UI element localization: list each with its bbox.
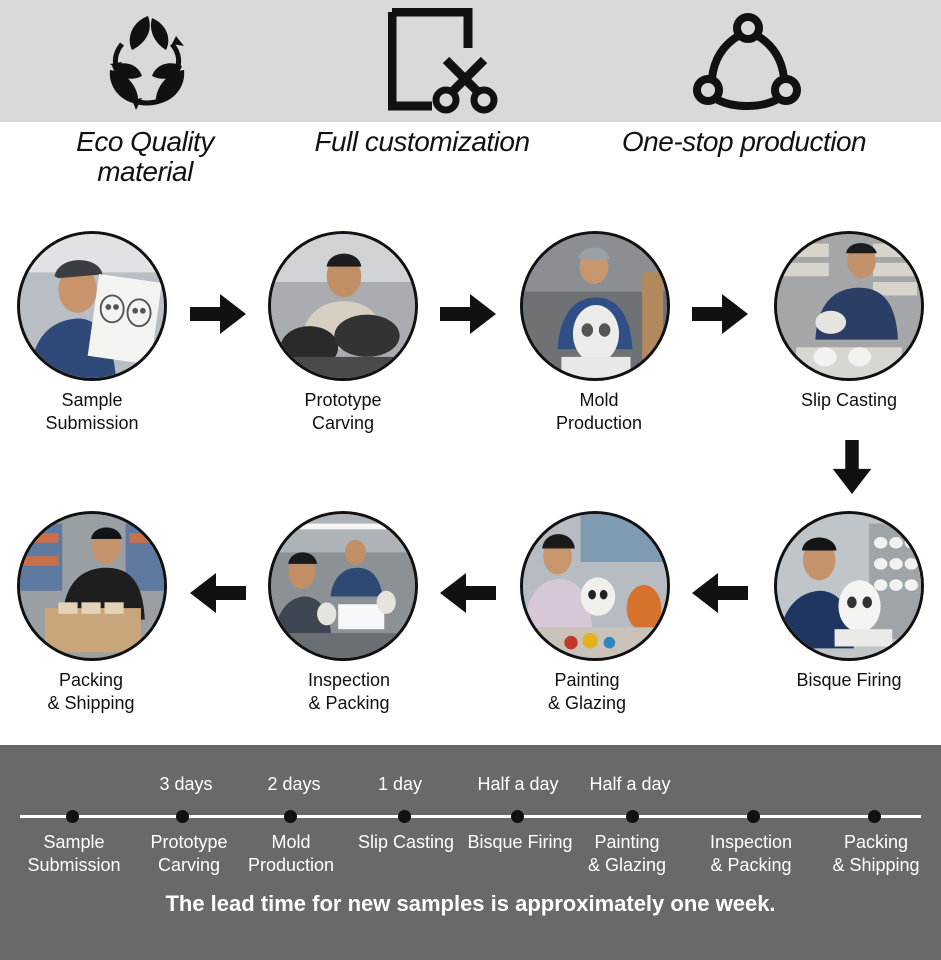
scissors-document-icon [387, 7, 498, 114]
step-label-painting-glazing: Painting & Glazing [547, 670, 627, 713]
arrow-right-icon [190, 294, 246, 334]
timeline-dot [284, 810, 297, 823]
timeline-dot [868, 810, 881, 823]
feature-banner [0, 0, 941, 122]
arrow-right-icon [692, 294, 748, 334]
timeline-step-label: Inspection & Packing [709, 832, 793, 875]
step-photo-inspection-packing [268, 511, 418, 661]
feature-label-one-stop: One-stop production [621, 126, 867, 157]
lead-time-text: The lead time for new samples is approxi… [165, 891, 776, 916]
timeline-dot [398, 810, 411, 823]
timeline-duration: Half a day [589, 774, 671, 794]
arrow-left-icon [692, 573, 748, 613]
timeline-dot [176, 810, 189, 823]
hands-cycle-icon [692, 8, 802, 114]
timeline-duration: Half a day [477, 774, 559, 794]
timeline-dot [66, 810, 79, 823]
arrow-right-icon [440, 294, 496, 334]
step-photo-prototype-carving [268, 231, 418, 381]
step-label-inspection-packing: Inspection & Packing [307, 670, 391, 713]
timeline-duration: 3 days [159, 774, 213, 794]
step-photo-packing-shipping [17, 511, 167, 661]
arrow-left-icon [190, 573, 246, 613]
timeline-step-label: Slip Casting [357, 832, 455, 852]
timeline-duration: 2 days [267, 774, 321, 794]
timeline-step-label: Packing & Shipping [832, 832, 920, 875]
timeline-line [20, 815, 921, 818]
feature-label-eco-quality: Eco Quality material [76, 126, 214, 187]
step-photo-mold-production [520, 231, 670, 381]
step-label-slip-casting: Slip Casting [800, 390, 898, 410]
arrow-down-icon [828, 440, 876, 494]
timeline-dot [626, 810, 639, 823]
step-photo-painting-glazing [520, 511, 670, 661]
timeline-step-label: Painting & Glazing [587, 832, 667, 875]
step-label-sample-submission: Sample Submission [45, 390, 139, 433]
timeline-dot [511, 810, 524, 823]
timeline-step-label: Bisque Firing [467, 832, 573, 852]
timeline-step-label: Prototype Carving [150, 832, 228, 875]
feature-label-customization: Full customization [314, 126, 530, 157]
leaf-recycle-icon [92, 8, 202, 114]
timeline-duration: 1 day [377, 774, 423, 794]
step-label-mold-production: Mold Production [555, 390, 643, 433]
step-photo-slip-casting [774, 231, 924, 381]
step-photo-sample-submission [17, 231, 167, 381]
timeline-step-label: Sample Submission [27, 832, 121, 875]
step-label-prototype-carving: Prototype Carving [304, 390, 382, 433]
timeline-dot [747, 810, 760, 823]
step-label-bisque-firing: Bisque Firing [796, 670, 902, 690]
arrow-left-icon [440, 573, 496, 613]
step-label-packing-shipping: Packing & Shipping [47, 670, 135, 713]
step-photo-bisque-firing [774, 511, 924, 661]
timeline-step-label: Mold Production [247, 832, 335, 875]
timeline-panel: 3 days 2 days 1 day Half a day Half a da… [0, 745, 941, 960]
